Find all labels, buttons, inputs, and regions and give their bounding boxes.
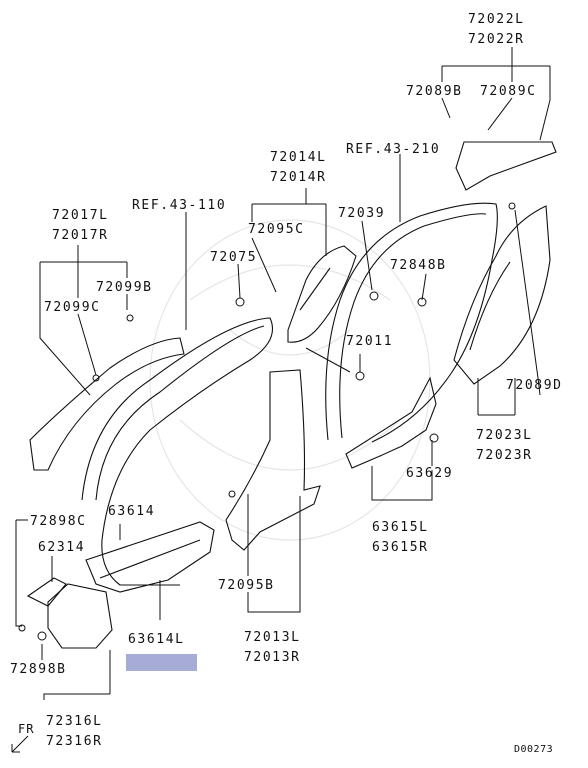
label-72898B[interactable]: 72898B bbox=[10, 662, 67, 677]
label-72316L[interactable]: 72316L bbox=[46, 714, 103, 729]
label-62314[interactable]: 62314 bbox=[38, 540, 86, 555]
label-63629[interactable]: 63629 bbox=[406, 466, 454, 481]
label-72014L[interactable]: 72014L bbox=[270, 150, 327, 165]
front-direction-label: FR bbox=[18, 722, 35, 736]
label-72017L[interactable]: 72017L bbox=[52, 208, 109, 223]
label-72898C[interactable]: 72898C bbox=[30, 514, 87, 529]
label-72095C[interactable]: 72095C bbox=[248, 222, 305, 237]
label-72089D[interactable]: 72089D bbox=[506, 378, 563, 393]
label-63615L[interactable]: 63615L bbox=[372, 520, 429, 535]
label-72089B[interactable]: 72089B bbox=[406, 84, 463, 99]
label-72039[interactable]: 72039 bbox=[338, 206, 386, 221]
label-72099C[interactable]: 72099C bbox=[44, 300, 101, 315]
label-72022R[interactable]: 72022R bbox=[468, 32, 525, 47]
label-63615R[interactable]: 63615R bbox=[372, 540, 429, 555]
label-72099B[interactable]: 72099B bbox=[96, 280, 153, 295]
label-ref43-210[interactable]: REF.43-210 bbox=[346, 142, 441, 157]
front-arrow-icon bbox=[11, 735, 29, 753]
part-highlight-box bbox=[126, 654, 197, 671]
label-63614[interactable]: 63614 bbox=[108, 504, 156, 519]
watermark-emblem bbox=[149, 219, 431, 541]
label-72089C[interactable]: 72089C bbox=[480, 84, 537, 99]
label-ref43-110[interactable]: REF.43-110 bbox=[132, 198, 227, 213]
label-72075[interactable]: 72075 bbox=[210, 250, 258, 265]
label-72013R[interactable]: 72013R bbox=[244, 650, 301, 665]
diagram-id: D00273 bbox=[514, 744, 554, 755]
label-72017R[interactable]: 72017R bbox=[52, 228, 109, 243]
part-outlines bbox=[26, 141, 557, 649]
label-72848B[interactable]: 72848B bbox=[390, 258, 447, 273]
label-63614L[interactable]: 63614L bbox=[128, 632, 185, 647]
label-72023L[interactable]: 72023L bbox=[476, 428, 533, 443]
label-72023R[interactable]: 72023R bbox=[476, 448, 533, 463]
leader-lines bbox=[15, 47, 551, 700]
label-72011[interactable]: 72011 bbox=[346, 334, 394, 349]
label-72014R[interactable]: 72014R bbox=[270, 170, 327, 185]
label-72022L[interactable]: 72022L bbox=[468, 12, 525, 27]
label-72013L[interactable]: 72013L bbox=[244, 630, 301, 645]
label-72316R[interactable]: 72316R bbox=[46, 734, 103, 749]
fasteners bbox=[18, 202, 516, 641]
label-72095B[interactable]: 72095B bbox=[218, 578, 275, 593]
